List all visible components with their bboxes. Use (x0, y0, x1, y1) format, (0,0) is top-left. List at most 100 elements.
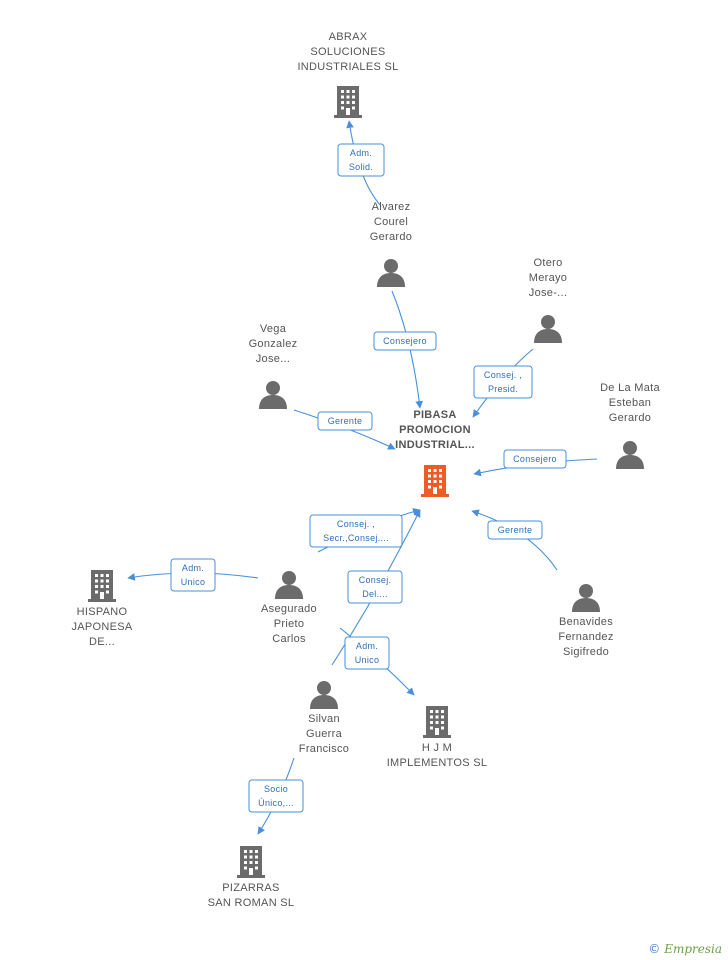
edge-asegurado-to-pibasa: Consej. , Secr.,Consej.... (309, 507, 421, 553)
node-label: Sigifredo (563, 646, 609, 658)
edge-alvarez-to-pibasa: Consejero (373, 290, 437, 409)
node-label: HISPANO (77, 606, 128, 618)
building-icon[interactable] (237, 846, 265, 878)
edge-label-text: Adm. (350, 148, 372, 158)
edge-label-text: Adm. (182, 563, 204, 573)
node-label: Gonzalez (249, 338, 298, 350)
edge-label-text: Consejero (513, 454, 557, 464)
node-label: DE... (89, 636, 115, 648)
node-otero[interactable]: OteroMerayoJose-... (529, 257, 567, 343)
edge-asegurado-to-hispano: Adm. Unico (127, 558, 259, 592)
node-pizarras[interactable]: PIZARRAS SAN ROMAN SL (208, 846, 295, 909)
node-label: INDUSTRIALES SL (297, 61, 398, 73)
copyright-icon: © (648, 942, 661, 956)
building-icon[interactable] (88, 570, 116, 602)
node-label: Guerra (306, 728, 343, 740)
edge-label-text: Único,... (258, 798, 294, 808)
brand-logo: Empresia (664, 942, 722, 956)
node-label: Fernandez (558, 631, 613, 643)
node-label: Courel (374, 216, 408, 228)
edge-label-box[interactable] (337, 143, 385, 177)
edge-label-box[interactable] (248, 779, 304, 813)
node-label: Alvarez (372, 201, 411, 213)
edge-label-text: Adm. (356, 641, 378, 651)
edge-label-text: Unico (355, 655, 380, 665)
node-label: Esteban (609, 397, 651, 409)
building-icon[interactable] (334, 86, 362, 118)
brand-footer: ©Empresia (648, 942, 722, 956)
node-label: Vega (260, 323, 287, 335)
node-label: ABRAX (329, 31, 368, 43)
person-icon[interactable] (259, 381, 287, 409)
edge-label-box[interactable] (309, 514, 403, 548)
node-hispano[interactable]: HISPANO JAPONESA DE... (71, 570, 133, 648)
person-icon[interactable] (275, 571, 303, 599)
edge-label-box[interactable] (317, 411, 373, 431)
node-label: H J M (422, 742, 452, 754)
edge-otero-to-pibasa: Consej. , Presid. (472, 348, 534, 418)
node-label: Asegurado (261, 603, 317, 615)
node-label: De La Mata (600, 382, 660, 394)
edge-label-box[interactable] (473, 365, 533, 399)
edge-silvan-to-pizarras: SocioÚnico,... (248, 757, 304, 835)
node-label: Jose-... (529, 287, 567, 299)
edge-label-text: Consej. (359, 575, 392, 585)
edge-label-text: Consej. , (484, 370, 522, 380)
node-label: PROMOCION (399, 424, 471, 436)
edge-label-text: Solid. (349, 162, 373, 172)
node-vega[interactable]: VegaGonzalezJose... (249, 323, 298, 409)
edge-label-text: Socio (264, 784, 288, 794)
edge-vega-to-pibasa: Gerente (293, 409, 396, 450)
node-pibasa[interactable]: PIBASAPROMOCIONINDUSTRIAL... (395, 409, 475, 497)
edge-label-box[interactable] (503, 449, 567, 469)
node-abrax[interactable]: ABRAX SOLUCIONES INDUSTRIALES SL (297, 31, 398, 118)
building-icon[interactable] (423, 706, 451, 738)
edge-label-box[interactable] (347, 570, 403, 604)
edge-label-text: Consej. , (337, 519, 375, 529)
node-label: SOLUCIONES (310, 46, 385, 58)
person-icon[interactable] (534, 315, 562, 343)
node-label: Silvan (308, 713, 340, 725)
edge-silvan-to-pibasa: Consej. Del.... (331, 509, 421, 666)
node-label: Prieto (274, 618, 305, 630)
node-label: SAN ROMAN SL (208, 897, 295, 909)
node-label: Otero (533, 257, 562, 269)
building-icon[interactable] (421, 465, 449, 497)
person-icon[interactable] (310, 681, 338, 709)
node-label: JAPONESA (71, 621, 132, 633)
node-label: Benavides (559, 616, 613, 628)
person-icon[interactable] (377, 259, 405, 287)
node-label: Jose... (256, 353, 291, 365)
edge-label-text: Unico (181, 577, 206, 587)
edge-label-text: Gerente (328, 416, 363, 426)
edge-asegurado-to-hjm: Adm. Unico (339, 627, 415, 696)
node-label: PIZARRAS (222, 882, 279, 894)
edge-label-box[interactable] (170, 558, 216, 592)
edge-label-text: Presid. (488, 384, 518, 394)
node-label: Carlos (272, 633, 306, 645)
node-label: IMPLEMENTOS SL (387, 757, 488, 769)
edge-label-box[interactable] (344, 636, 390, 670)
edge-benavides-to-pibasa: Gerente (471, 509, 558, 571)
node-label: Merayo (529, 272, 567, 284)
node-hjm[interactable]: H J M IMPLEMENTOS SL (387, 706, 488, 769)
node-label: INDUSTRIAL... (395, 439, 475, 451)
person-icon[interactable] (572, 584, 600, 612)
edge-delamata-to-pibasa: Consejero (473, 449, 598, 477)
edge-label-text: Secr.,Consej.... (323, 533, 389, 543)
person-icon[interactable] (616, 441, 644, 469)
edge-line (471, 509, 558, 571)
edge-label-text: Gerente (498, 525, 533, 535)
node-label: Gerardo (609, 412, 651, 424)
edge-label-box[interactable] (373, 331, 437, 351)
edge-alvarez-to-abrax: Adm. Solid. (337, 120, 385, 207)
node-label: Francisco (299, 743, 349, 755)
edge-label-text: Del.... (362, 589, 388, 599)
edge-label-box[interactable] (487, 520, 543, 540)
